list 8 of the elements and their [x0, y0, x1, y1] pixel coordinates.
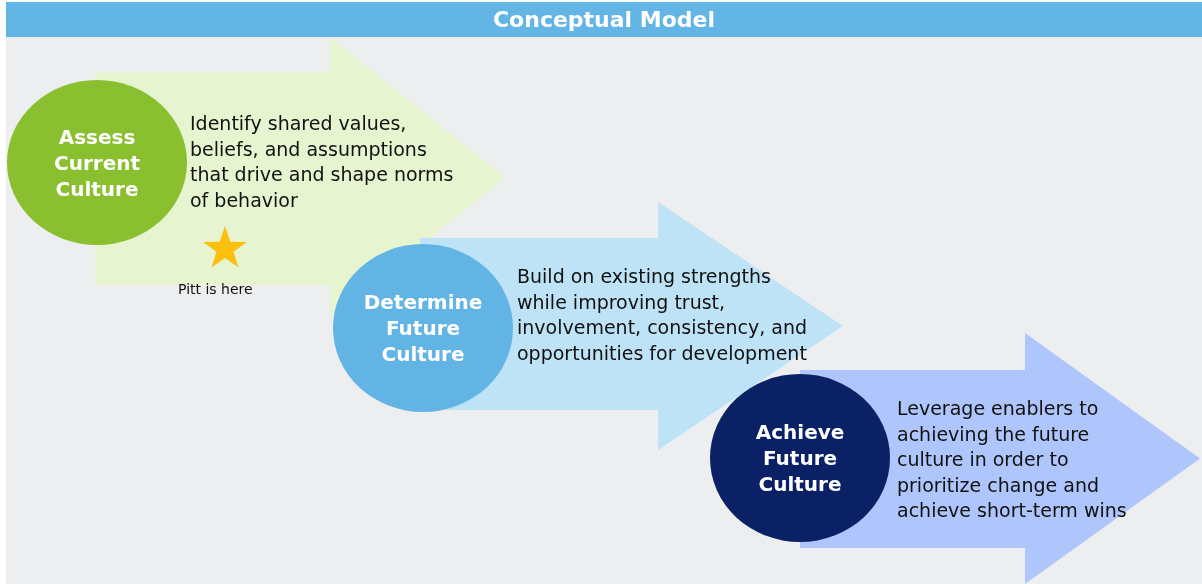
step-title: Achieve Future Culture [754, 419, 846, 497]
step-title: Assess Current Culture [53, 123, 141, 202]
star-caption: Pitt is here [178, 281, 253, 297]
step-title: Determine Future Culture [362, 289, 484, 367]
description-text: Build on existing strengths while improving trust, involvement, consistency, and opportunities for development [517, 264, 809, 366]
title-bar: Conceptual Model [6, 2, 1202, 37]
description-text: Identify shared values, beliefs, and assumptions that drive and shape norms of behavior [190, 111, 455, 213]
description-text: Leverage enablers to achieving the future culture in order to prioritize change and achieve short-term wins [897, 396, 1128, 523]
